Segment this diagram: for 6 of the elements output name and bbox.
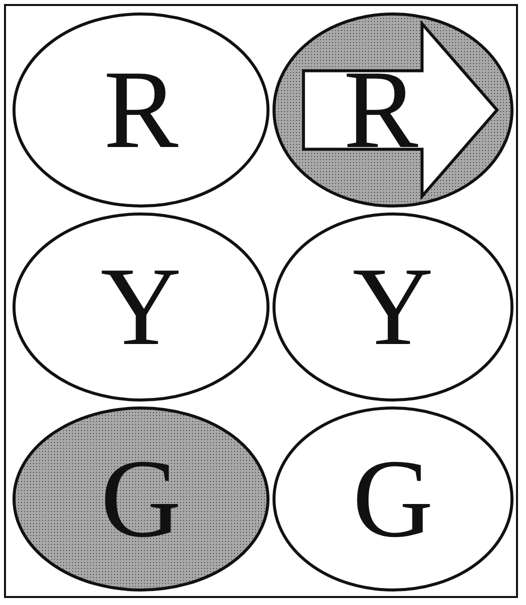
signal-letter: Y <box>352 251 434 363</box>
signal-letter: G <box>100 443 182 555</box>
signal-letter: R <box>104 54 178 166</box>
signal-letter: R <box>344 54 418 166</box>
signal-letter: G <box>352 443 434 555</box>
signal-letter: Y <box>100 251 182 363</box>
